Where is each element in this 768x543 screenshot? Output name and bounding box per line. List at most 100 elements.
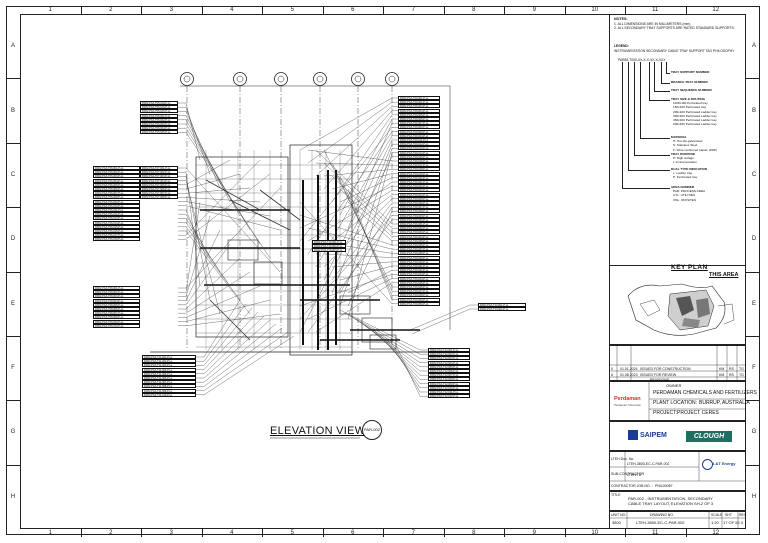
- zone-top-10: 10: [591, 7, 599, 13]
- zone-divider: [80, 6, 82, 14]
- tag-leader-line: [178, 299, 271, 322]
- zone-divider: [383, 6, 384, 14]
- tag-leader-line: [374, 330, 428, 380]
- owner-block: [609, 381, 746, 421]
- tag-leader-line: [331, 175, 398, 233]
- cable-tray-tag: PAR2-PCA-T06-009-P-LL: [93, 199, 140, 204]
- zone-left-E: E: [10, 300, 15, 307]
- rev-row-1-desc: ISSUED FOR CONSTRUCTION: [640, 367, 691, 371]
- cable-tray-tag: PAR2-PCA-T12-006-P-LL: [428, 369, 470, 373]
- tag-leader-line: [196, 299, 241, 358]
- cable-tray-tag: PAR2-PCA-T09-013-P-LL: [398, 146, 440, 151]
- stair-diagonal: [229, 199, 291, 231]
- perdaman-logo-subtitle: Perdaman Chemicals: [614, 403, 641, 407]
- zone-top-9: 9: [532, 7, 536, 13]
- cable-tray-tag: PAR2-PCA-T07-008-P-LL: [140, 195, 178, 200]
- cable-tray-tag: PAR2-PCA-T06-008-P-LL: [93, 195, 140, 200]
- cable-tray-tag: PAR2-PCA-T09-021-P-LL: [398, 180, 440, 184]
- zone-top-2: 2: [109, 7, 113, 13]
- cable-tray-tag: PAR2-PCA-T11-010-P-LL: [142, 392, 196, 397]
- zone-divider: [6, 400, 20, 402]
- perdaman-logo: Perdaman: [614, 396, 641, 402]
- sheet-label: SHT: [725, 513, 732, 517]
- zone-bot-4: 4: [230, 530, 234, 536]
- cable-tray-tag: PAR2-PCA-T08-003-P-LL: [93, 294, 140, 299]
- cable-tray-tag: PAR2-PCA-T11-005-P-LL: [142, 371, 196, 376]
- zone-divider: [746, 464, 760, 466]
- lt-energy-logo: L&T Energy: [713, 461, 736, 466]
- cable-tray-tag: PAR2-PCA-T09-038-P-LL: [398, 251, 440, 256]
- zone-top-1: 1: [48, 7, 52, 13]
- rev-row-2-rev: A: [611, 373, 614, 377]
- cable-tray-tag: PAR2-PCA-T12-007-P-LL: [428, 373, 470, 378]
- tag-leader-line: [196, 319, 271, 379]
- tag-leader-line: [347, 211, 398, 307]
- cable-tray-tag: PAR2-PCA-T09-005-P-LL: [398, 112, 440, 117]
- tag-leader-line: [178, 167, 281, 273]
- scale-label: SCALE: [711, 513, 723, 517]
- legend-item: OSL: OFFSITES: [673, 197, 697, 202]
- zone-divider: [141, 529, 142, 537]
- column-grid-bubble-inner: [277, 75, 285, 83]
- cable-tray-tag: PAR2-PCA-T07-001-P-LL: [140, 166, 178, 170]
- drawing-number-grid: [609, 511, 746, 529]
- cable-tray-tag: PAR2-PCA-T08-005-P-LL: [93, 302, 140, 307]
- zone-bot-1: 1: [48, 530, 52, 536]
- legend-item: TRAY SUPPORT NUMBER: [671, 70, 710, 74]
- rev-row-1-prep: KM: [719, 367, 725, 371]
- saipem-logo: SAIPEM: [640, 432, 667, 439]
- legend-item: BRANCH TRAY NUMBER: [671, 80, 708, 84]
- cable-tray-tag: PAR2-PCA-T06-012-P-LL: [93, 212, 140, 217]
- tag-leader-line: [331, 162, 398, 292]
- zone-bot-11: 11: [652, 530, 659, 536]
- cable-tray-tag: PAR2-PCA-T09-017-P-LL: [398, 163, 440, 168]
- zone-divider: [746, 78, 760, 80]
- legend-item: 1100x100 Perforated tray: [673, 101, 708, 106]
- legend-item: F: Fibre reinforced plastic (FRP): [673, 147, 718, 152]
- tag-leader-line: [178, 201, 201, 293]
- equipment-outline: [369, 334, 397, 350]
- cable-tray-tag: PAR2-PCA-T09-037-P-LL: [398, 247, 440, 252]
- cable-tray-tag: PAR2-PCA-T11-009-P-LL: [142, 388, 196, 393]
- tag-leader-line: [178, 243, 231, 305]
- cable-tray-tag: PAR2-PCA-T07-004-P-LL: [140, 178, 178, 183]
- tag-leader-line: [196, 327, 283, 387]
- cable-tray-tag: PAR2-PCA-T09-039-P-LL: [398, 255, 440, 260]
- tag-leader-line: [299, 201, 398, 304]
- zone-bot-7: 7: [411, 530, 415, 536]
- zone-left-A: A: [10, 43, 15, 50]
- cable-tray-tag: PAR2-PCA-T06-010-P-LL: [93, 203, 140, 208]
- tag-leader-line: [315, 282, 398, 333]
- cable-tray-tag: PAR2-PCA-T08-009-P-LL: [93, 319, 140, 324]
- elevation-drawing: [150, 72, 478, 439]
- cable-tray-tag: PAR2-PCA-T11-004-P-LL: [142, 367, 196, 372]
- cable-tray-tag: PAR2-PCA-T07-007-P-LL: [140, 191, 178, 196]
- tag-leader-line: [196, 303, 247, 362]
- cable-tray-tag: PAR2-PCA-T09-029-P-LL: [398, 213, 440, 218]
- legend-stem: [634, 62, 635, 155]
- tag-leader-line: [307, 149, 398, 162]
- legend-branch: [622, 188, 670, 189]
- zone-divider: [6, 464, 20, 466]
- tag-leader-line: [299, 186, 398, 229]
- cable-tray-tag: PAR2-PCA-T07-006-P-LL: [140, 187, 178, 191]
- zone-right-G: G: [751, 429, 757, 436]
- note-line-2: 2. ALL SECONDARY TRAY SUPPORTS ARE RATED…: [614, 26, 735, 31]
- cable-tray-tag: PAR2-PCA-T09-044-P-LL: [398, 276, 440, 281]
- tag-leader-line: [178, 176, 211, 301]
- equipment-outline: [339, 295, 371, 315]
- zone-bot-2: 2: [109, 530, 113, 536]
- rev-number: 0: [741, 521, 744, 525]
- elevation-title: ELEVATION VIEW-1: [270, 425, 376, 437]
- cable-tray-tag: PAR2-PCA-T09-008-P-LL: [398, 125, 440, 130]
- tag-leader-line: [315, 149, 398, 225]
- cable-tray-tag: PAR2-PCA-T09-006-P-LL: [398, 117, 440, 121]
- stair-diagonal: [259, 189, 301, 221]
- cable-tray-tag: PAR2-PCA-T09-018-P-LL: [398, 167, 440, 172]
- tag-leader-line: [331, 261, 398, 268]
- subcontractor-label: SUB-CONTRACTOR: [611, 472, 644, 476]
- zone-divider: [746, 142, 760, 144]
- cable-tray-tag: PAR2-PCA-T05-018-P-LL: [140, 101, 178, 105]
- drawing-number-block: [609, 511, 746, 529]
- tag-leader-line: [331, 202, 398, 281]
